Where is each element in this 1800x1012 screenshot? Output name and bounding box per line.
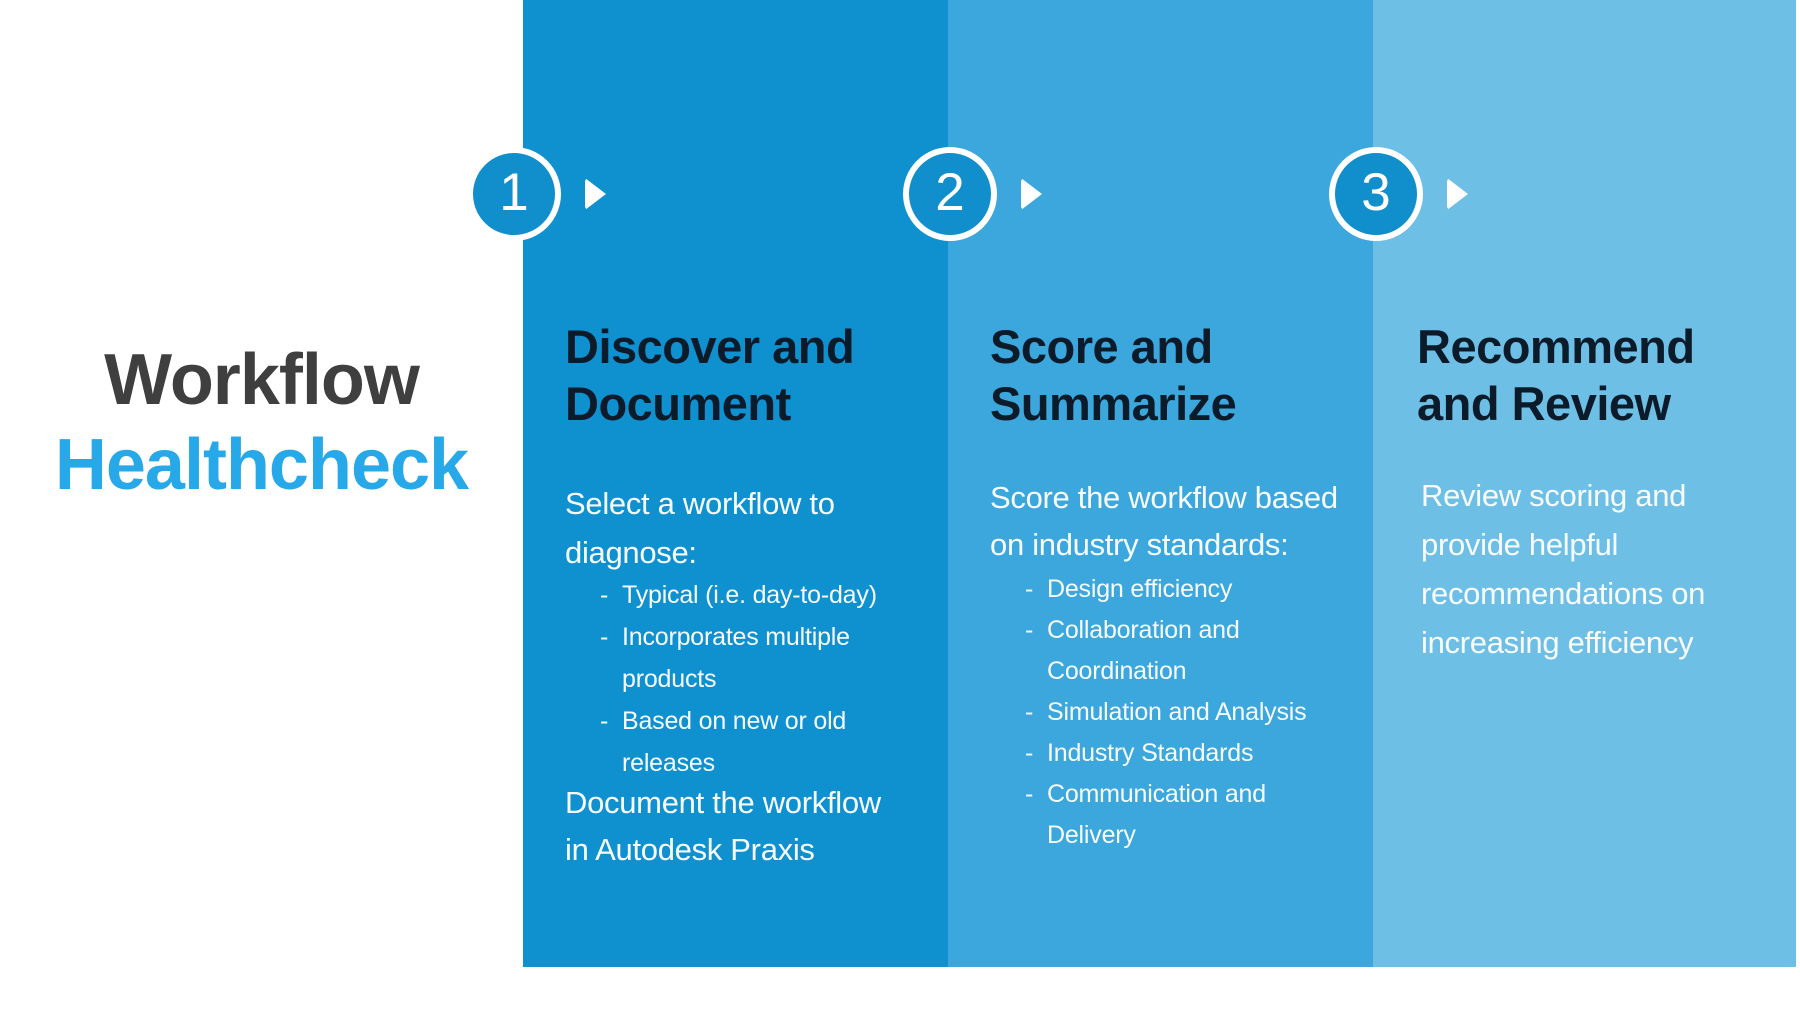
dash-bullet: - bbox=[1025, 780, 1034, 808]
list-item-text: Industry Standards bbox=[1047, 739, 1254, 767]
list-item: - Typical (i.e. day-to-day) bbox=[523, 574, 948, 616]
dash-bullet: - bbox=[600, 707, 609, 735]
list-item: - Industry Standards bbox=[948, 733, 1373, 774]
title-line-healthcheck: Healthcheck bbox=[54, 425, 469, 505]
step-1-intro: Select a workflow to diagnose: bbox=[565, 486, 835, 570]
dash-bullet: - bbox=[600, 581, 609, 609]
step-2-intro: Score the workflow based on industry sta… bbox=[990, 480, 1338, 562]
list-item-text: Based on new or old releases bbox=[622, 707, 847, 777]
step-2-number-badge: 2 bbox=[903, 147, 997, 241]
list-item-text: Communication and Delivery bbox=[1047, 780, 1266, 849]
step-column-discover: Discover and Document Select a workflow … bbox=[523, 0, 948, 967]
list-item-text: Simulation and Analysis bbox=[1047, 698, 1307, 726]
step-3-heading: Recommend and Review bbox=[1417, 320, 1695, 430]
dash-bullet: - bbox=[1025, 575, 1034, 603]
list-item: - Collaboration and Coordination bbox=[948, 610, 1373, 692]
step-2-list: - Design efficiency - Collaboration and … bbox=[948, 569, 1373, 856]
step-column-recommend: Recommend and Review Review scoring and … bbox=[1373, 0, 1796, 967]
step-2-number: 2 bbox=[935, 162, 965, 222]
list-item-text: Typical (i.e. day-to-day) bbox=[622, 581, 877, 609]
step-3-number-badge: 3 bbox=[1329, 147, 1423, 241]
step-1-number-badge: 1 bbox=[467, 147, 561, 241]
list-item: - Design efficiency bbox=[948, 569, 1373, 610]
list-item-text: Collaboration and Coordination bbox=[1047, 616, 1240, 685]
dash-bullet: - bbox=[1025, 616, 1034, 644]
list-item-text: Design efficiency bbox=[1047, 575, 1233, 603]
dash-bullet: - bbox=[1025, 698, 1034, 726]
list-item: - Communication and Delivery bbox=[948, 774, 1373, 856]
step-column-score: Score and Summarize Score the workflow b… bbox=[948, 0, 1373, 967]
step-3-intro: Review scoring and provide helpful recom… bbox=[1421, 478, 1706, 660]
list-item: - Based on new or old releases bbox=[523, 700, 948, 784]
step-1-outro: Document the workflow in Autodesk Praxis bbox=[565, 785, 881, 867]
play-arrow-icon bbox=[585, 178, 606, 210]
step-3-number: 3 bbox=[1361, 162, 1391, 222]
list-item: - Simulation and Analysis bbox=[948, 692, 1373, 733]
dash-bullet: - bbox=[1025, 739, 1034, 767]
dash-bullet: - bbox=[600, 623, 609, 651]
title-line-workflow: Workflow bbox=[104, 340, 420, 420]
step-1-heading: Discover and Document bbox=[565, 320, 855, 430]
list-item: - Incorporates multiple products bbox=[523, 616, 948, 700]
list-item-text: Incorporates multiple products bbox=[622, 623, 850, 693]
play-arrow-icon bbox=[1447, 178, 1468, 210]
play-arrow-icon bbox=[1021, 178, 1042, 210]
step-1-number: 1 bbox=[499, 162, 529, 222]
page-title: Workflow Healthcheck bbox=[0, 338, 523, 508]
step-2-heading: Score and Summarize bbox=[990, 320, 1237, 430]
step-1-list: - Typical (i.e. day-to-day) - Incorporat… bbox=[523, 574, 948, 784]
